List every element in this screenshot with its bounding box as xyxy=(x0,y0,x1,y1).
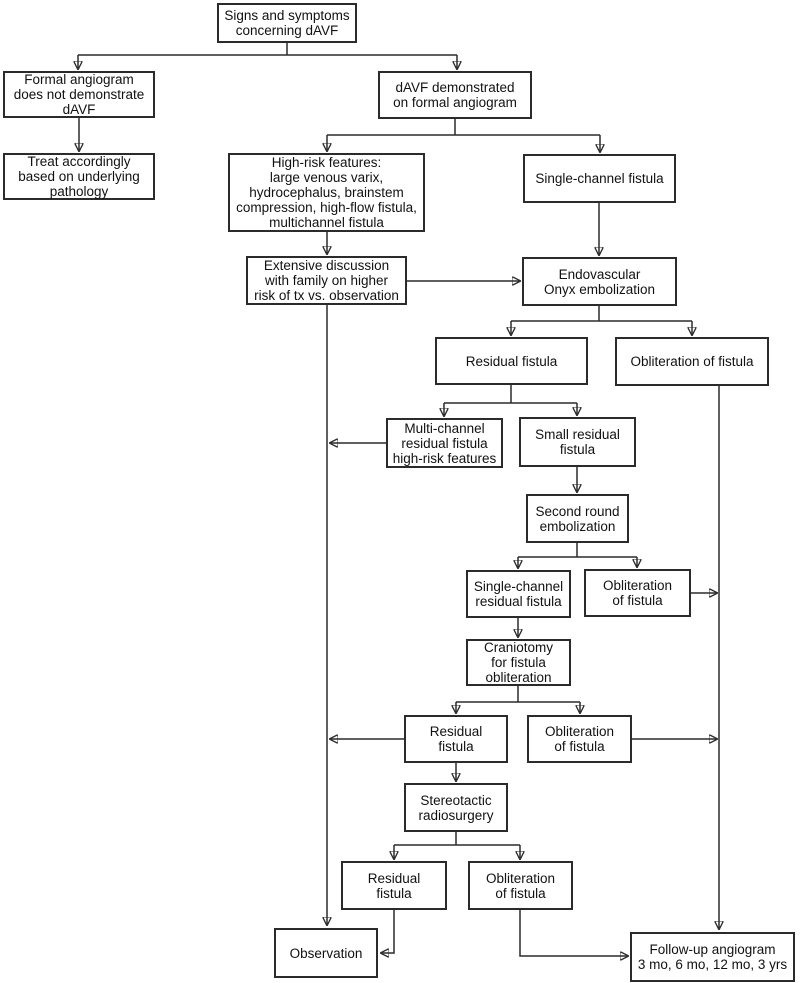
edge-trunk-signs-split xyxy=(78,43,457,56)
node-stereotactic-radiosurgery: Stereotactic radiosurgery xyxy=(404,783,508,832)
node-second-round-embolization: Second round embolization xyxy=(526,494,629,543)
edge-trunk-secondround-split xyxy=(518,543,637,558)
node-observation: Observation xyxy=(274,928,378,978)
node-obliteration-of-fistula-1: Obliteration of fistula xyxy=(615,337,769,386)
node-davf-demonstrated: dAVF demonstrated on formal angiogram xyxy=(378,71,532,119)
node-family-discussion: Extensive discussion with family on high… xyxy=(246,256,407,305)
node-follow-up-angiogram: Follow-up angiogram 3 mo, 6 mo, 12 mo, 3… xyxy=(630,932,795,982)
edge-obliteration4-to-follow-up xyxy=(519,910,627,956)
edge-trunk-embolization-split xyxy=(511,306,692,322)
node-small-residual-fistula: Small residual fistula xyxy=(519,417,636,467)
node-residual-fistula-2: Residual fistula xyxy=(404,715,508,763)
node-residual-fistula-1: Residual fistula xyxy=(435,337,588,385)
edge-residual3-to-observation xyxy=(382,910,395,953)
node-signs-symptoms: Signs and symptoms concerning dAVF xyxy=(217,3,357,43)
edge-trunk-davf-split xyxy=(327,119,600,136)
node-multichannel-residual-fistula: Multi-channel residual fistula high-risk… xyxy=(386,418,503,468)
node-no-davf-on-angiogram: Formal angiogram does not demonstrate dA… xyxy=(3,71,155,118)
node-obliteration-of-fistula-3: Obliteration of fistula xyxy=(527,715,632,763)
edge-trunk-craniotomy-split xyxy=(456,686,580,703)
node-obliteration-of-fistula-2: Obliteration of fistula xyxy=(584,569,691,617)
node-high-risk-features: High-risk features: large venous varix, … xyxy=(228,153,425,232)
node-craniotomy: Craniotomy for fistula obliteration xyxy=(466,639,571,686)
node-obliteration-of-fistula-4: Obliteration of fistula xyxy=(468,861,573,910)
node-treat-underlying-pathology: Treat accordingly based on underlying pa… xyxy=(3,153,155,200)
node-endovascular-onyx-embolization: Endovascular Onyx embolization xyxy=(522,257,677,306)
node-single-channel-residual-fistula: Single-channel residual fistula xyxy=(466,570,571,618)
edge-trunk-radiosurgery-split xyxy=(394,832,520,846)
edge-trunk-residual1-split xyxy=(444,385,577,404)
node-single-channel-fistula: Single-channel fistula xyxy=(523,154,676,203)
node-residual-fistula-3: Residual fistula xyxy=(341,861,447,910)
